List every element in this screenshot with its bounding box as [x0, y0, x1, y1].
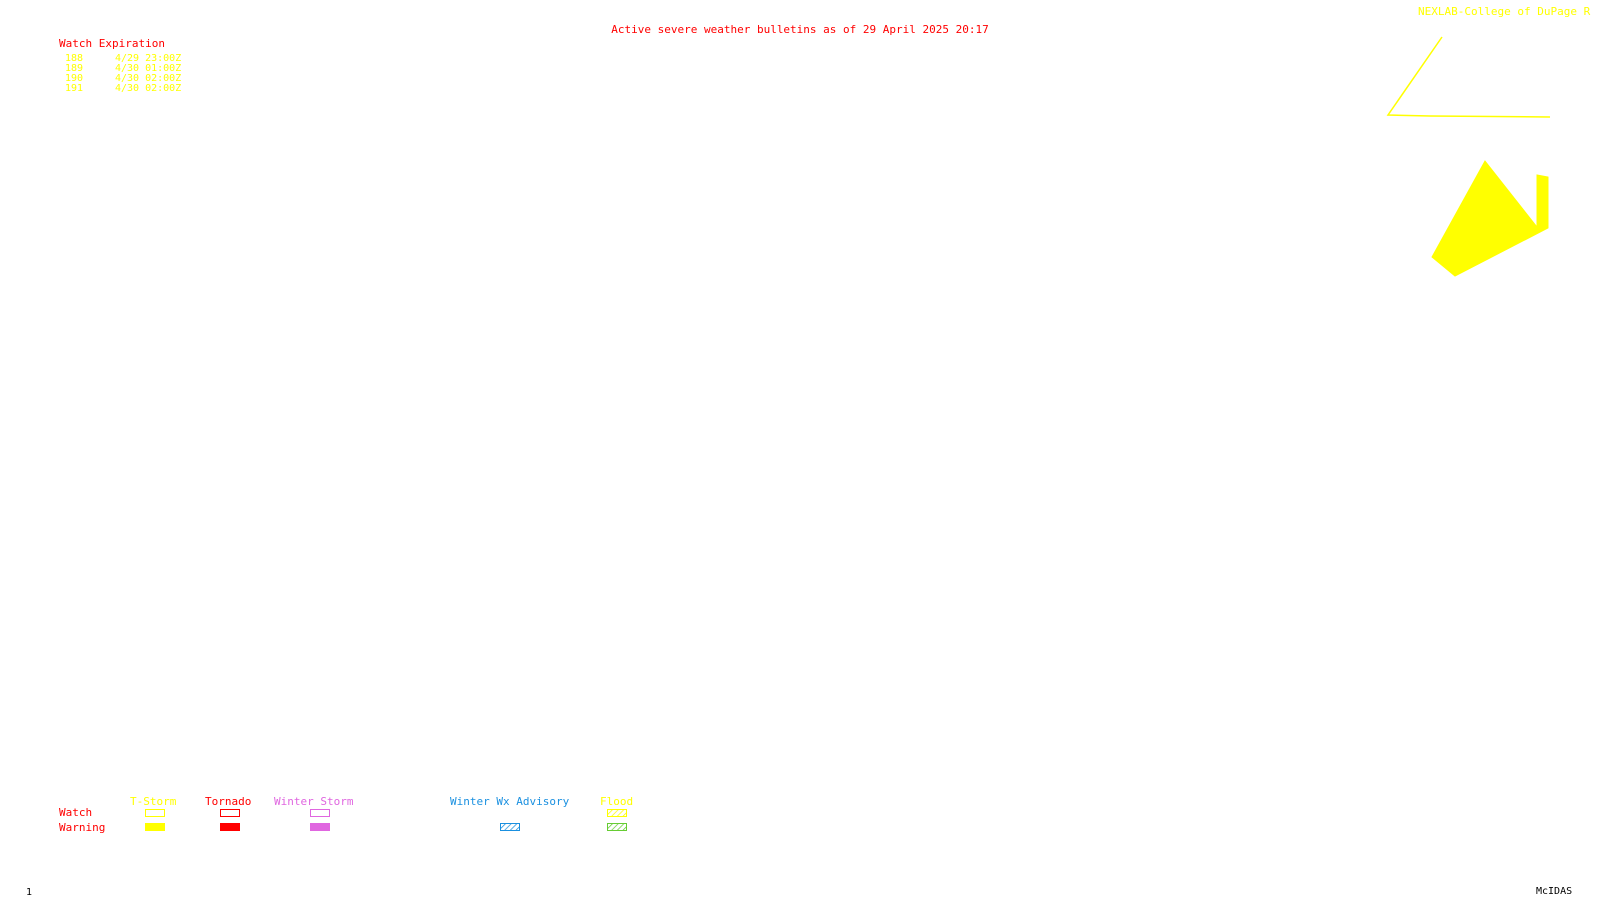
watch-expiration-time: 4/29 23:00Z: [115, 53, 182, 64]
software-label: McIDAS: [1536, 886, 1573, 897]
watch-number: 189: [65, 63, 84, 74]
credit-label: NEXLAB-College of DuPage R: [1418, 5, 1591, 18]
legend-flood-label: Flood: [600, 795, 634, 808]
winter-storm-watch-swatch: [310, 809, 330, 817]
thunderstorm-warning-area: [1431, 160, 1549, 277]
thunderstorm-watch-outline: [1386, 36, 1551, 118]
legend-warning-label: Warning: [59, 821, 106, 834]
tstorm-watch-swatch: [145, 809, 165, 817]
watch-expiration-time: 4/30 02:00Z: [115, 83, 182, 94]
watch-expiration-time: 4/30 02:00Z: [115, 73, 182, 84]
flood-watch-swatch: [607, 809, 627, 817]
bulletin-title: Active severe weather bulletins as of 29…: [611, 23, 989, 36]
legend-tornado-label: Tornado: [205, 795, 252, 808]
watch-expiration-time: 4/30 01:00Z: [115, 63, 182, 74]
legend-tstorm-label: T-Storm: [130, 795, 177, 808]
watch-expiration-title: Watch Expiration: [59, 37, 165, 50]
legend-winter-storm-label: Winter Storm: [274, 795, 354, 808]
flood-warning-swatch: [607, 823, 627, 831]
winter-storm-warning-swatch: [310, 823, 330, 831]
watch-number: 191: [65, 83, 84, 94]
legend-winter-wx-advisory-label: Winter Wx Advisory: [450, 795, 570, 808]
frame-number: 1: [26, 887, 33, 898]
tornado-watch-swatch: [220, 809, 240, 817]
legend-watch-label: Watch: [59, 806, 93, 819]
tstorm-warning-swatch: [145, 823, 165, 831]
watch-number: 190: [65, 73, 84, 84]
winter-wx-advisory-swatch: [500, 823, 520, 831]
tornado-warning-swatch: [220, 823, 240, 831]
watch-number: 188: [65, 53, 84, 64]
